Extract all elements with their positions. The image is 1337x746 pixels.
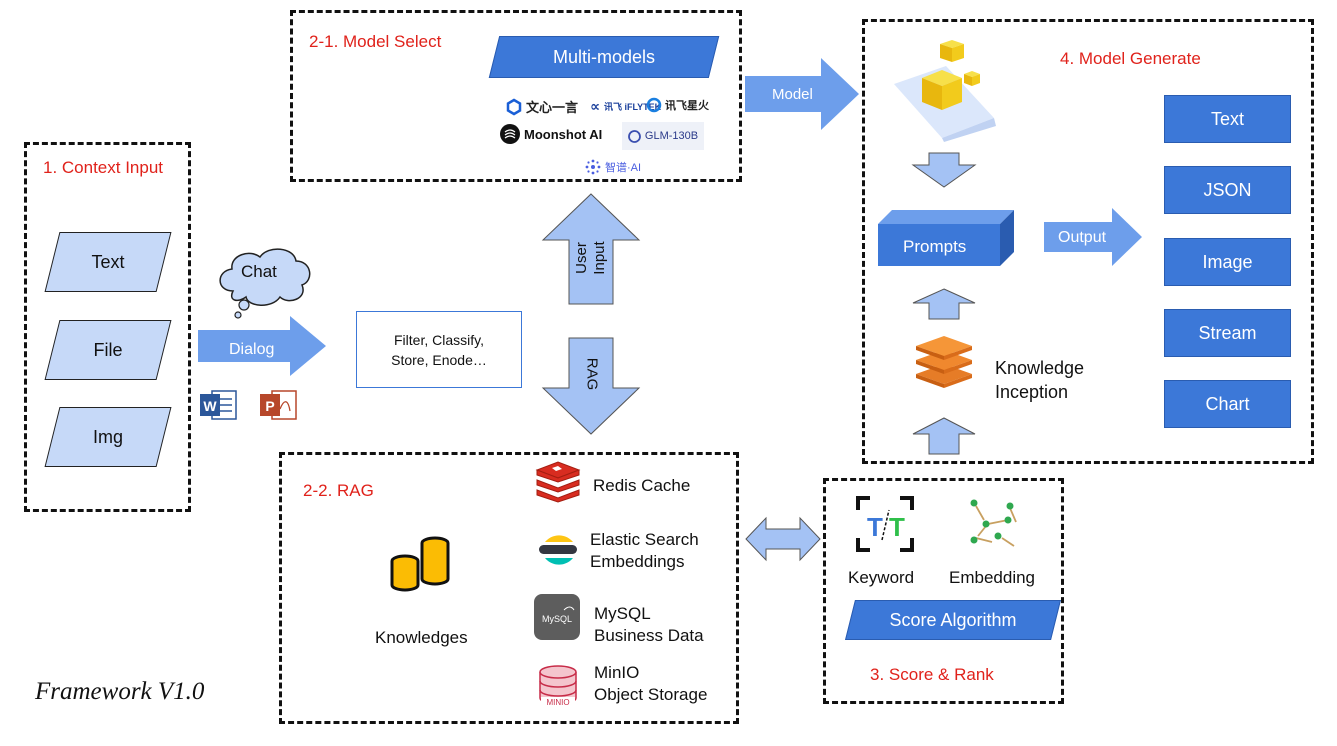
wenxin-logo-text: 文心一言	[526, 100, 579, 115]
input-img-shape: Img	[44, 407, 172, 467]
context-input-title: 1. Context Input	[43, 158, 164, 177]
score-rank-title: 3. Score & Rank	[870, 665, 994, 684]
mysql-icon: MySQL	[534, 594, 580, 640]
chat-label: Chat	[241, 262, 277, 281]
model-arrow-label: Model	[772, 86, 813, 103]
elastic-label-1: Elastic Search	[590, 530, 699, 549]
to-prompts-down-arrow	[911, 152, 977, 188]
prompts-box	[878, 210, 1014, 266]
minio-label-2: Object Storage	[594, 685, 708, 704]
model-generate-section	[862, 19, 1314, 464]
model-arrow	[745, 58, 859, 130]
knowledges-label: Knowledges	[375, 628, 468, 647]
output-stream-box: Stream	[1164, 309, 1291, 357]
model-cube-icon	[894, 40, 996, 142]
knowledge-layers-icon	[916, 336, 972, 388]
redis-label: Redis Cache	[593, 476, 691, 495]
svg-text:W: W	[203, 398, 217, 414]
knowledge-to-prompts-arrow	[912, 288, 976, 320]
minio-icon: MINIO	[539, 665, 577, 707]
score-rank-section	[823, 478, 1064, 704]
input-img-label: Img	[92, 426, 123, 447]
zhipu-logo: 智谱·AI	[585, 159, 641, 175]
embedding-label: Embedding	[949, 568, 1036, 587]
keyword-label: Keyword	[848, 568, 915, 587]
score-algorithm-label: Score Algorithm	[889, 609, 1017, 630]
process-box: Filter, Classify, Store, Enode…	[356, 311, 522, 388]
multi-models-banner: Multi-models	[488, 36, 720, 78]
svg-text:T: T	[867, 512, 883, 542]
rag-title: 2-2. RAG	[303, 481, 374, 500]
rag-arrow-label: RAG	[583, 357, 601, 391]
user-input-arrow	[541, 193, 641, 305]
embedding-icon	[970, 499, 1017, 547]
keyword-icon: T T	[856, 496, 914, 552]
model-generate-title: 4. Model Generate	[1060, 49, 1201, 68]
user-input-label: User Input	[573, 241, 608, 275]
redis-icon	[535, 461, 581, 503]
multi-models-label: Multi-models	[552, 46, 656, 67]
zhipu-logo-text: 智谱·AI	[605, 162, 642, 174]
knowledge-inception-label: Knowledge Inception	[995, 358, 1085, 402]
glm-logo-text: GLM-130B	[644, 130, 699, 142]
output-arrow	[1044, 208, 1142, 266]
process-box-label: Filter, Classify, Store, Enode…	[391, 331, 487, 368]
rag-score-double-arrow	[745, 516, 821, 562]
output-json-box: JSON	[1164, 166, 1291, 214]
model-select-title: 2-1. Model Select	[309, 32, 442, 51]
context-input-section	[24, 142, 191, 512]
output-image-box: Image	[1164, 238, 1291, 286]
elasticsearch-icon	[539, 535, 577, 565]
elastic-label-2: Embeddings	[590, 552, 685, 571]
svg-text:MySQL: MySQL	[542, 614, 572, 624]
svg-text:MINIO: MINIO	[546, 698, 569, 707]
word-doc-icon: W	[200, 390, 237, 420]
mysql-label-1: MySQL	[594, 604, 651, 623]
iflytek-logo: ∝ 讯飞 iFLYTEK	[590, 98, 662, 114]
dialog-arrow	[198, 316, 326, 376]
rag-section	[279, 452, 739, 724]
moonshot-logo: Moonshot AI	[500, 124, 602, 144]
model-select-section	[290, 10, 742, 182]
input-text-label: Text	[91, 251, 125, 272]
input-file-label: File	[93, 339, 123, 360]
input-text-shape: Text	[44, 232, 172, 292]
iflytek-logo-text: 讯飞 iFLYTEK	[603, 102, 662, 112]
score-to-knowledge-arrow	[912, 417, 976, 455]
dialog-arrow-label: Dialog	[229, 341, 275, 358]
moonshot-logo-text: Moonshot AI	[524, 126, 603, 142]
knowledge-coins-icon	[390, 536, 450, 592]
mysql-label-2: Business Data	[594, 626, 704, 645]
svg-text:P: P	[265, 398, 274, 414]
chat-cloud-icon	[219, 248, 311, 319]
glm-logo: GLM-130B	[622, 122, 704, 150]
spark-logo-text: 讯飞星火	[665, 100, 709, 112]
output-chart-box: Chart	[1164, 380, 1291, 428]
rag-down-arrow	[541, 337, 641, 435]
spark-logo: 讯飞星火	[646, 97, 709, 113]
framework-version-label: Framework V1.0	[35, 678, 205, 705]
prompts-label: Prompts	[903, 237, 967, 256]
score-algorithm-banner: Score Algorithm	[845, 600, 1061, 640]
input-file-shape: File	[44, 320, 172, 380]
minio-label-1: MinIO	[594, 663, 640, 682]
pdf-doc-icon: P	[260, 390, 297, 420]
output-text-box: Text	[1164, 95, 1291, 143]
wenxin-logo: 文心一言	[506, 97, 578, 116]
output-arrow-label: Output	[1058, 229, 1107, 246]
svg-text:T: T	[889, 512, 905, 542]
